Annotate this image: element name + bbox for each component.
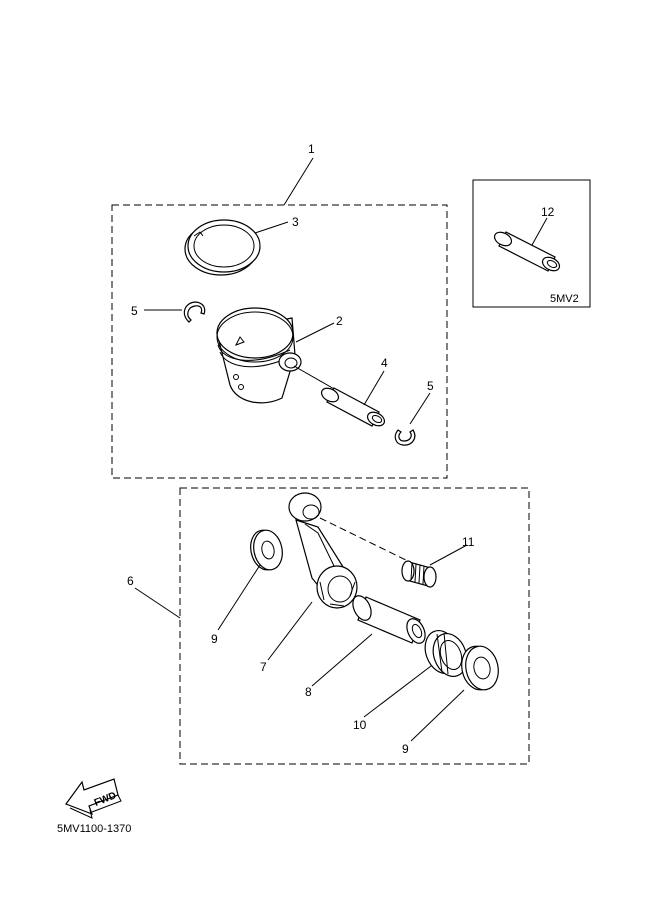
- callout-2: 2: [336, 314, 343, 328]
- callout-7: 7: [260, 660, 267, 674]
- piston: [216, 307, 302, 404]
- piston-pin: [320, 387, 386, 427]
- thrust-washer-left: [250, 529, 283, 571]
- connecting-rod: [288, 492, 358, 609]
- thrust-washer-right: [461, 645, 499, 691]
- big-end-bearing: [424, 630, 468, 677]
- callout-5-right: 5: [427, 379, 434, 393]
- piston-group-box: [111, 204, 448, 479]
- crank-pin: [352, 595, 426, 644]
- callout-5-left: 5: [131, 304, 138, 318]
- callout-10: 10: [353, 718, 367, 732]
- callout-6: 6: [127, 574, 134, 588]
- callout-4: 4: [381, 356, 388, 370]
- callout-11: 11: [462, 535, 475, 549]
- inset-box: [472, 179, 591, 308]
- small-end-bearing: [401, 560, 437, 588]
- leader-lines: [134, 157, 548, 742]
- callout-8: 8: [305, 685, 312, 699]
- callout-1: 1: [308, 142, 315, 156]
- inset-label: 5MV2: [550, 293, 579, 305]
- circlip-right: [394, 429, 416, 446]
- inset-piston-pin: [493, 231, 561, 272]
- callout-9-left: 9: [211, 632, 218, 646]
- circlip-left: [183, 301, 206, 323]
- forward-arrow-icon: FWD: [65, 778, 122, 819]
- callout-3: 3: [292, 215, 299, 229]
- callout-9-right: 9: [402, 742, 409, 756]
- callout-12: 12: [541, 205, 555, 219]
- drawing-number: 5MV1100-1370: [57, 823, 131, 835]
- conrod-group-box: [179, 487, 530, 765]
- piston-ring: [184, 219, 261, 276]
